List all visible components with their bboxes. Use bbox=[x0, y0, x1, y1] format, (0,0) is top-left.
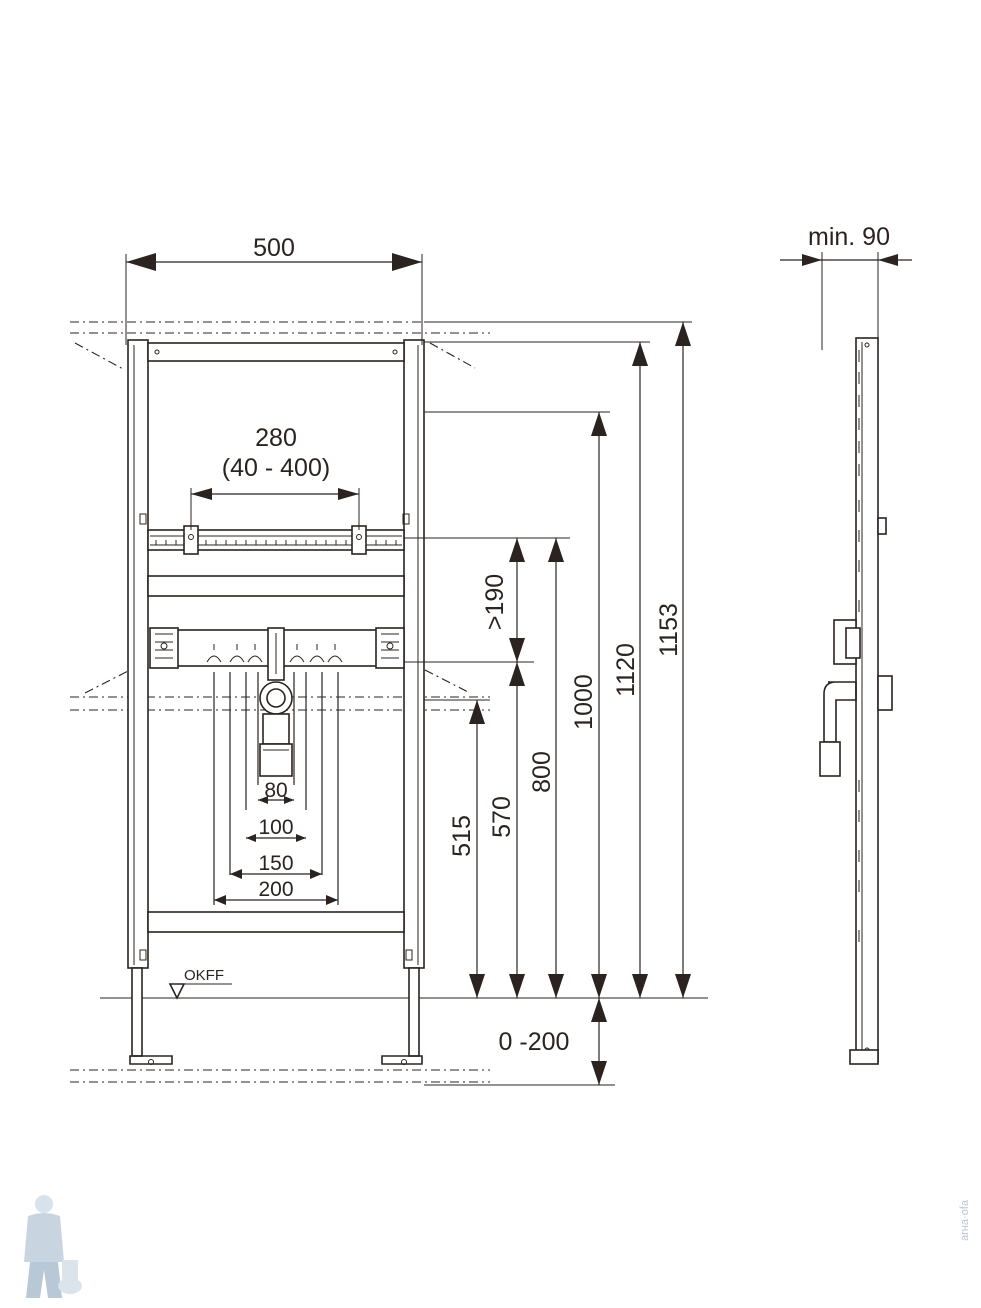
width-label: 500 bbox=[253, 234, 295, 262]
floor-level-label: OKFF bbox=[184, 967, 224, 984]
dimension-515-label: 515 bbox=[448, 815, 476, 857]
plumber-logo-icon bbox=[24, 1195, 82, 1298]
side-view bbox=[780, 252, 912, 1065]
drain-spacing-100-label: 100 bbox=[258, 816, 293, 839]
frame-structure bbox=[127, 339, 425, 1065]
floor-level-marker bbox=[168, 983, 232, 1000]
dimension-1120-label: 1120 bbox=[612, 643, 640, 697]
watermark-text: ɐɟo·ɐнɹɐ bbox=[959, 1200, 971, 1241]
drain-spacing-200-label: 200 bbox=[258, 878, 293, 901]
width-dimension bbox=[125, 253, 423, 345]
bracket-spacing-dimension bbox=[190, 488, 360, 530]
ceiling-line bbox=[70, 321, 490, 371]
bracket-spacing-label: 280 bbox=[255, 424, 297, 452]
drain-spacing-80-label: 80 bbox=[264, 779, 287, 802]
dimension-1153-label: 1153 bbox=[655, 603, 683, 657]
drain-spacing-lines bbox=[213, 672, 339, 905]
height-adjustment-label: 0 -200 bbox=[499, 1028, 570, 1056]
dimension-min-190-label: >190 bbox=[481, 574, 509, 630]
side-depth-label: min. 90 bbox=[808, 223, 890, 251]
drain-spacing-150-label: 150 bbox=[258, 852, 293, 875]
dimension-1000-label: 1000 bbox=[570, 674, 598, 730]
vertical-dimension-lines bbox=[404, 321, 692, 1086]
bracket-spacing-range-label: (40 - 400) bbox=[222, 454, 330, 482]
dimension-570-label: 570 bbox=[488, 796, 516, 838]
dimension-800-label: 800 bbox=[528, 751, 556, 793]
floor-line bbox=[70, 1069, 490, 1083]
